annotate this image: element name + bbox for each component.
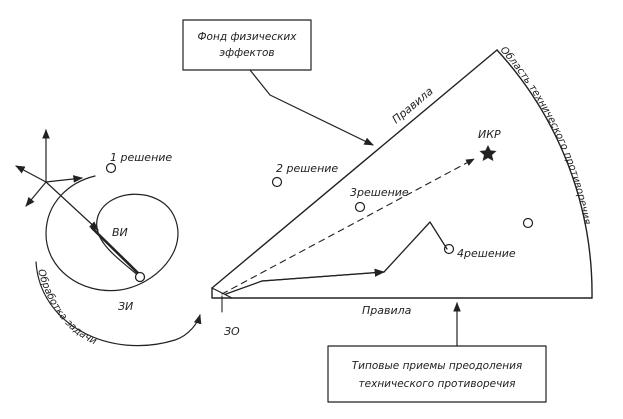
- solution1-circle: [105, 162, 117, 174]
- sector-arc: [496, 49, 593, 299]
- zo-label: ЗО: [224, 325, 240, 338]
- methods-box-line2: технического противоречия: [359, 378, 516, 390]
- fund-box: [182, 19, 312, 71]
- zi-point: [134, 271, 146, 283]
- apex-mark: [211, 287, 233, 299]
- vi-label: ВИ: [112, 226, 128, 239]
- sector-bottom-edge: [211, 287, 593, 299]
- processing-curve: [35, 261, 202, 347]
- solution4-label: 4решение: [457, 247, 516, 260]
- dashed-direction-line: [221, 158, 475, 295]
- solution3-circle: [354, 201, 366, 213]
- problem-spiral: [45, 175, 179, 292]
- search-path-arrow: [261, 268, 386, 282]
- methods-box-line1: Типовые приемы преодоления: [352, 360, 522, 372]
- ikr-star-icon: [479, 145, 497, 161]
- processing-label: Обработка задачи: [35, 268, 99, 348]
- solution2-circle: [271, 176, 283, 188]
- solution4-circle: [443, 243, 455, 255]
- fund-box-line2: эффектов: [219, 47, 274, 59]
- methods-box: [327, 345, 547, 403]
- contradiction-area-label: Область технического противоречия: [498, 45, 593, 226]
- direction-vectors: [15, 129, 99, 231]
- ikr-label: ИКР: [478, 128, 501, 141]
- solution2-label: 2 решение: [276, 162, 338, 175]
- solution3-label: 3решение: [350, 186, 409, 199]
- vi-segment: [90, 226, 140, 275]
- fund-arrow: [249, 69, 374, 146]
- search-path: [225, 221, 448, 295]
- sector-top-edge: [211, 49, 498, 289]
- fund-box-line1: Фонд физических: [198, 31, 298, 43]
- extra-solution-circle: [522, 217, 534, 229]
- zi-label: ЗИ: [118, 300, 133, 313]
- rules-bottom-label: Правила: [362, 304, 412, 317]
- solution1-label: 1 решение: [110, 151, 172, 164]
